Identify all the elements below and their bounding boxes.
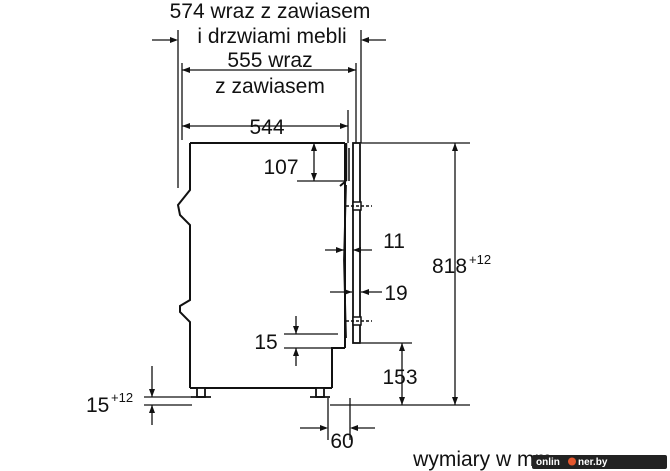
door-panel: [339, 143, 350, 339]
label-574-line2: i drzwiami mebli: [197, 25, 346, 48]
watermark: onlin ner.by: [532, 455, 667, 469]
label-19: 19: [384, 282, 407, 305]
label-574-line1: 574 wraz z zawiasem: [170, 0, 371, 23]
units-note: wymiary w mm: [412, 448, 552, 471]
label-15-foot-tolerance: +12: [111, 390, 133, 405]
label-60: 60: [330, 430, 353, 453]
label-555-line1: 555 wraz: [227, 49, 312, 72]
watermark-text-right: ner.by: [578, 457, 608, 468]
hinge-bottom: [346, 316, 372, 326]
label-11: 11: [383, 230, 405, 253]
label-153: 153: [382, 366, 417, 389]
watermark-text-left: onlin: [536, 457, 560, 468]
label-544: 544: [249, 116, 284, 139]
label-15-recess: 15: [254, 331, 277, 354]
foot-rear: [191, 387, 211, 398]
label-818-group: 818 +12: [432, 252, 491, 278]
dimension-labels: 574 wraz z zawiasem i drzwiami mebli 555…: [86, 0, 552, 471]
label-555-line2: z zawiasem: [215, 75, 325, 98]
label-15-foot: 15: [86, 394, 109, 417]
furniture-panel: [352, 142, 361, 344]
label-818-tolerance: +12: [469, 252, 491, 267]
dimension-lines: [144, 37, 458, 431]
label-107: 107: [263, 156, 298, 179]
watermark-background: [532, 455, 667, 469]
label-15-foot-group: 15 +12: [86, 390, 133, 417]
foot-front: [310, 387, 330, 398]
label-818: 818: [432, 255, 467, 278]
hinge-top: [346, 201, 372, 211]
extension-lines: [144, 30, 470, 440]
watermark-dot-icon: [568, 457, 576, 466]
